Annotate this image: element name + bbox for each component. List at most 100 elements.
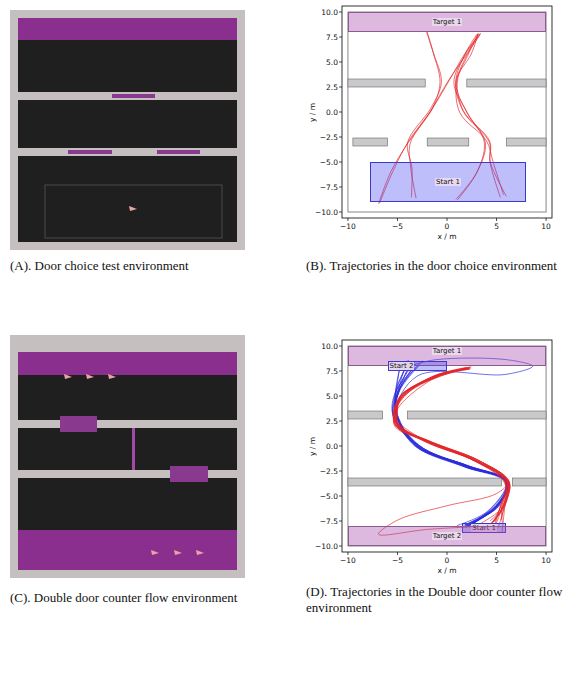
tick	[347, 218, 348, 221]
agents	[64, 374, 204, 555]
tick	[339, 421, 342, 422]
door-block	[60, 416, 97, 432]
plot-d	[339, 340, 552, 555]
trajectory	[395, 364, 509, 525]
tick	[339, 371, 342, 372]
divider	[132, 428, 135, 470]
tick	[339, 346, 342, 347]
x-tick-label: 5	[482, 222, 512, 231]
agent	[129, 206, 137, 211]
tick	[339, 12, 342, 13]
wall	[348, 79, 425, 87]
door	[157, 150, 200, 154]
tick	[339, 112, 342, 113]
x-tick-label: 0	[432, 556, 462, 565]
room	[18, 100, 237, 148]
trajectory	[394, 368, 507, 523]
y-tick-label: −10.0	[304, 208, 338, 217]
env-boundary	[348, 346, 546, 546]
wall	[348, 411, 383, 419]
subfigure-caption: (D). Trajectories in the Double door cou…	[306, 584, 568, 616]
trajectory	[395, 368, 507, 527]
env-boundary	[348, 12, 546, 212]
y-tick-label: −2.5	[304, 133, 338, 142]
tick	[339, 212, 342, 213]
tick	[447, 218, 448, 221]
axis-title: y / m	[308, 421, 317, 471]
wall	[512, 478, 546, 486]
wall	[467, 79, 546, 87]
tick	[339, 87, 342, 88]
subfigure-caption: (A). Door choice test environment	[10, 258, 248, 274]
trajectory	[392, 367, 507, 525]
x-tick-label: −10	[333, 556, 363, 565]
tick	[496, 218, 497, 221]
y-tick-label: 2.5	[304, 417, 338, 426]
tick	[496, 552, 497, 555]
wall	[506, 138, 546, 146]
tick	[339, 496, 342, 497]
zone-label: Target 2	[432, 532, 462, 540]
trajectory	[395, 364, 508, 527]
wall	[407, 411, 546, 419]
tick	[339, 521, 342, 522]
trajectory	[395, 358, 532, 526]
axes-frame	[342, 6, 552, 218]
tick	[339, 396, 342, 397]
trajectory	[394, 368, 508, 532]
door	[68, 150, 112, 154]
trajectory	[394, 367, 509, 527]
axes-frame	[342, 340, 552, 552]
y-tick-label: −2.5	[304, 467, 338, 476]
trajectory	[394, 369, 507, 520]
target-zone	[18, 352, 237, 375]
tick	[447, 552, 448, 555]
axis-title: x / m	[422, 566, 472, 575]
tick	[397, 552, 398, 555]
wall	[353, 138, 388, 146]
y-tick-label: 10.0	[304, 8, 338, 17]
y-tick-label: 5.0	[304, 58, 338, 67]
room	[18, 40, 237, 92]
x-tick-label: 5	[482, 556, 512, 565]
start-area	[45, 185, 222, 238]
zone-label: Target 1	[432, 18, 462, 26]
y-tick-label: 10.0	[304, 342, 338, 351]
y-tick-label: −10.0	[304, 542, 338, 551]
tick	[339, 446, 342, 447]
y-tick-label: 7.5	[304, 367, 338, 376]
counter-flow-render	[10, 335, 245, 578]
door-block	[170, 466, 208, 482]
x-tick-label: −10	[333, 222, 363, 231]
y-tick-label: −5.0	[304, 158, 338, 167]
trajectory	[378, 368, 507, 535]
x-tick-label: 0	[432, 222, 462, 231]
tick	[339, 62, 342, 63]
target-zone: Target 1	[348, 12, 546, 32]
trajectory	[395, 368, 508, 521]
y-tick-label: 7.5	[304, 33, 338, 42]
x-tick-label: 10	[531, 222, 561, 231]
y-tick-label: −7.5	[304, 183, 338, 192]
tick	[339, 471, 342, 472]
room	[18, 428, 237, 470]
room	[18, 478, 237, 530]
trajectory	[392, 365, 508, 525]
start-zone: Start 1	[370, 162, 527, 202]
room	[18, 375, 237, 420]
trajectory	[394, 368, 509, 524]
tick	[546, 218, 547, 221]
subfigure-caption: (B). Trajectories in the door choice env…	[306, 258, 568, 274]
tick	[339, 137, 342, 138]
tick	[339, 546, 342, 547]
y-tick-label: 2.5	[304, 83, 338, 92]
trajectory	[394, 369, 506, 522]
env-border	[10, 335, 245, 578]
trajectory	[393, 369, 510, 527]
target-zone	[18, 18, 237, 40]
tick	[347, 552, 348, 555]
tick	[339, 37, 342, 38]
subfigure-caption: (C). Double door counter flow environmen…	[10, 590, 248, 606]
zone-label: Start 1	[435, 178, 461, 186]
